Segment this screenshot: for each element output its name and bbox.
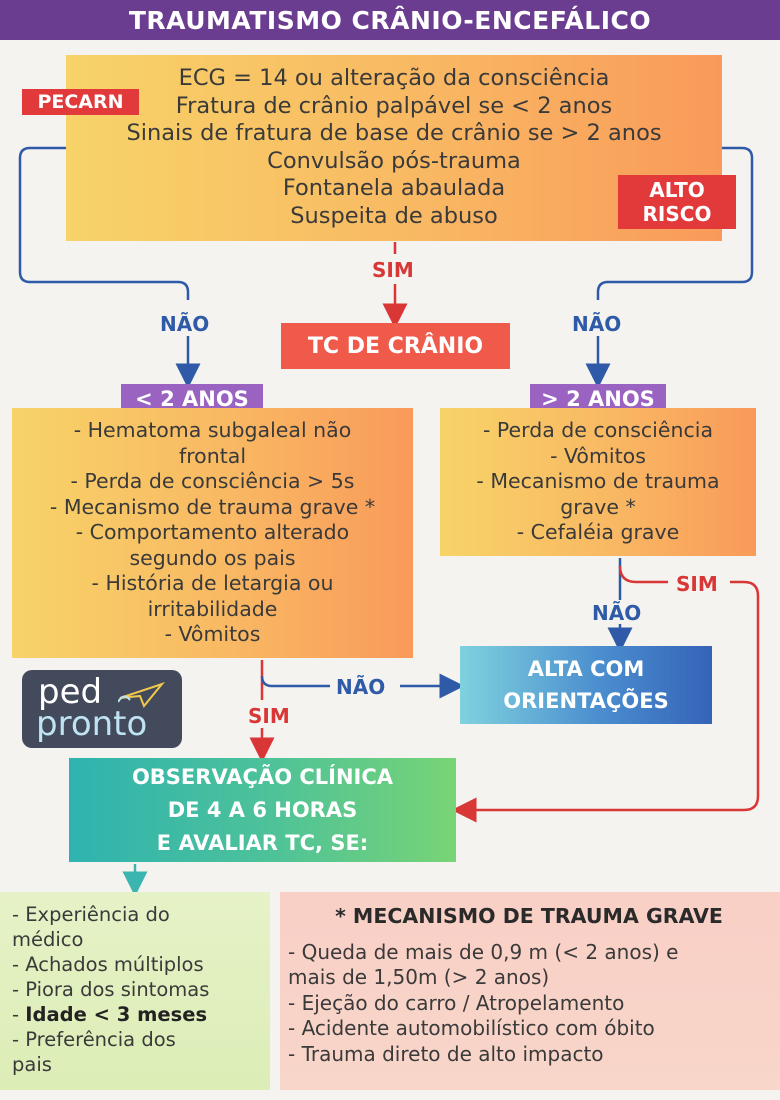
connector-nao-right (596, 146, 754, 300)
criteria-line: Fratura de crânio palpável se < 2 anos (175, 92, 613, 119)
observation-line-3: E AVALIAR TC, SE: (156, 830, 369, 855)
observation-line-2: DE 4 A 6 HORAS (167, 797, 358, 822)
tc-cranio-box: TC DE CRÂNIO (281, 323, 510, 369)
list-item: - Perda de consciência > 5s (70, 469, 355, 493)
list-item: - Ejeção do carro / Atropelamento (288, 990, 625, 1015)
paper-plane-icon (118, 682, 165, 708)
list-item-age: - Idade < 3 meses (12, 1002, 262, 1027)
list-item: - Perda de consciência (482, 418, 714, 442)
high-risk-badge: ALTO RISCO (618, 175, 736, 229)
connector-right-sim-loop (451, 580, 760, 823)
connector-left-nao (260, 675, 330, 688)
list-item-bold: Idade < 3 meses (25, 1003, 208, 1026)
label-nao-right: NÃO (572, 312, 622, 336)
list-item: - Acidente automobilístico com óbito (288, 1016, 655, 1040)
list-item-prefix: - (12, 1003, 26, 1026)
list-item: - Vômitos (164, 622, 261, 646)
list-item: segundo os pais (129, 545, 296, 570)
label-nao-left: NÃO (160, 312, 210, 336)
list-item: - Experiência do (12, 903, 170, 926)
list-item: - Hematoma subgaleal não (73, 418, 352, 442)
list-item: - Mecanismo de trauma (476, 469, 720, 493)
label-nao-right-lower: NÃO (592, 601, 642, 625)
over-2-criteria-box: - Perda de consciência - Vômitos - Mecan… (440, 408, 756, 556)
list-item: - História de letargia ou (91, 571, 334, 595)
observation-box: OBSERVAÇÃO CLÍNICA DE 4 A 6 HORAS E AVAL… (69, 758, 456, 862)
connector-right-sim (618, 565, 668, 584)
list-item: mais de 1,50m (> 2 anos) (288, 965, 550, 989)
criteria-line: Convulsão pós-trauma (267, 147, 521, 174)
discharge-box: ALTA COM ORIENTAÇÕES (460, 646, 712, 724)
list-item: - Trauma direto de alto impacto (288, 1041, 604, 1066)
discharge-line-2: ORIENTAÇÕES (503, 689, 669, 713)
label-sim-right: SIM (676, 572, 718, 596)
list-item: - Mecanismo de trauma grave * (49, 494, 376, 519)
list-item: - Piora dos sintomas (12, 978, 210, 1001)
list-item: pais (12, 1053, 52, 1076)
criteria-line: Fontanela abaulada (282, 175, 506, 201)
list-item: grave * (560, 494, 636, 519)
label-sim-left-lower: SIM (248, 704, 290, 728)
list-item: - Preferência dos (12, 1028, 176, 1051)
list-item: irritabilidade (147, 596, 278, 621)
under-2-criteria-box: - Hematoma subgaleal não frontal - Perda… (12, 408, 413, 658)
discharge-line-1: ALTA COM (527, 657, 645, 681)
logo-text-pronto: pronto (36, 704, 148, 744)
page-title: TRAUMATISMO CRÂNIO-ENCEFÁLICO (0, 0, 780, 40)
over-2-criteria-list: - Perda de consciência - Vômitos - Mecan… (440, 418, 756, 546)
list-item: - Queda de mais de 0,9 m (< 2 anos) e (288, 939, 679, 964)
connector-nao-left (18, 146, 190, 300)
criteria-line: ECG = 14 ou alteração da consciência (178, 65, 610, 91)
list-item: - Cefaléia grave (516, 520, 680, 544)
criteria-line: Suspeita de abuso (290, 202, 498, 229)
pedpronto-logo: ped pronto (22, 670, 182, 748)
severe-mechanism-title: * MECANISMO DE TRAUMA GRAVE (335, 904, 723, 928)
label-nao-left-lower: NÃO (336, 675, 386, 699)
list-item: - Comportamento alterado (75, 520, 350, 544)
logo-text-ped: ped (38, 672, 103, 712)
list-item: - Achados múltiplos (12, 953, 204, 976)
list-item: - Vômitos (550, 443, 646, 468)
high-risk-criteria-box: ECG = 14 ou alteração da consciência Fra… (66, 55, 722, 241)
label-sim-top: SIM (372, 258, 414, 282)
observation-line-1: OBSERVAÇÃO CLÍNICA (131, 764, 394, 789)
tc-criteria-box: - Experiência do médico - Achados múltip… (0, 892, 270, 1090)
pecarn-tag: PECARN (22, 89, 139, 115)
list-item: frontal (178, 443, 247, 468)
high-risk-criteria-list: ECG = 14 ou alteração da consciência Fra… (66, 65, 722, 230)
list-item: médico (12, 928, 84, 951)
criteria-line: Sinais de fratura de base de crânio se >… (126, 120, 662, 146)
severe-mechanism-box: * MECANISMO DE TRAUMA GRAVE - Queda de m… (280, 892, 780, 1090)
under-2-criteria-list: - Hematoma subgaleal não frontal - Perda… (12, 418, 413, 648)
